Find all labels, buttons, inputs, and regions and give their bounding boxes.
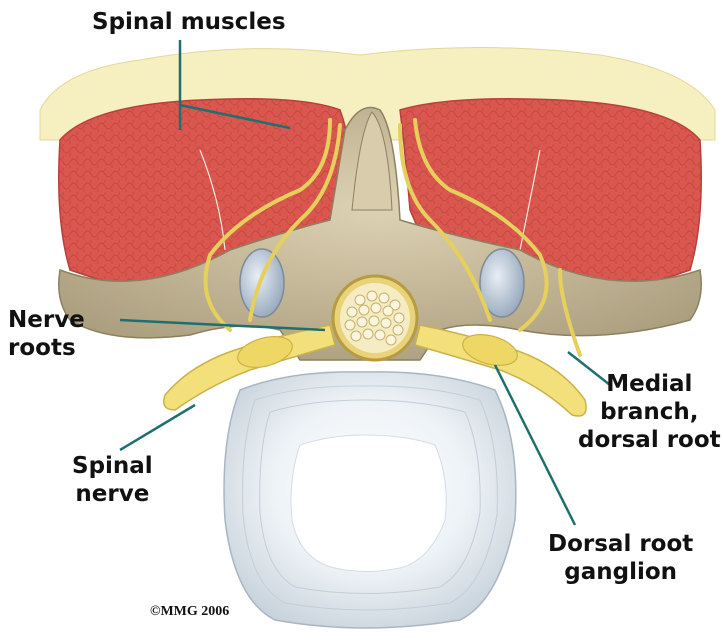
copyright-notice: ©MMG 2006	[150, 604, 229, 620]
leader-spinal-nerve	[120, 405, 195, 450]
label-medial-branch-dorsal-root: Medial branch, dorsal root	[578, 370, 721, 454]
label-spinal-nerve: Spinal nerve	[72, 452, 153, 508]
label-spinal-muscles: Spinal muscles	[92, 8, 286, 36]
spinal-canal	[333, 276, 417, 360]
label-dorsal-root-ganglion: Dorsal root ganglion	[548, 530, 693, 586]
label-nerve-roots: Nerve roots	[8, 306, 85, 362]
left-facet-joint	[240, 249, 284, 317]
intervertebral-disc	[224, 372, 516, 628]
